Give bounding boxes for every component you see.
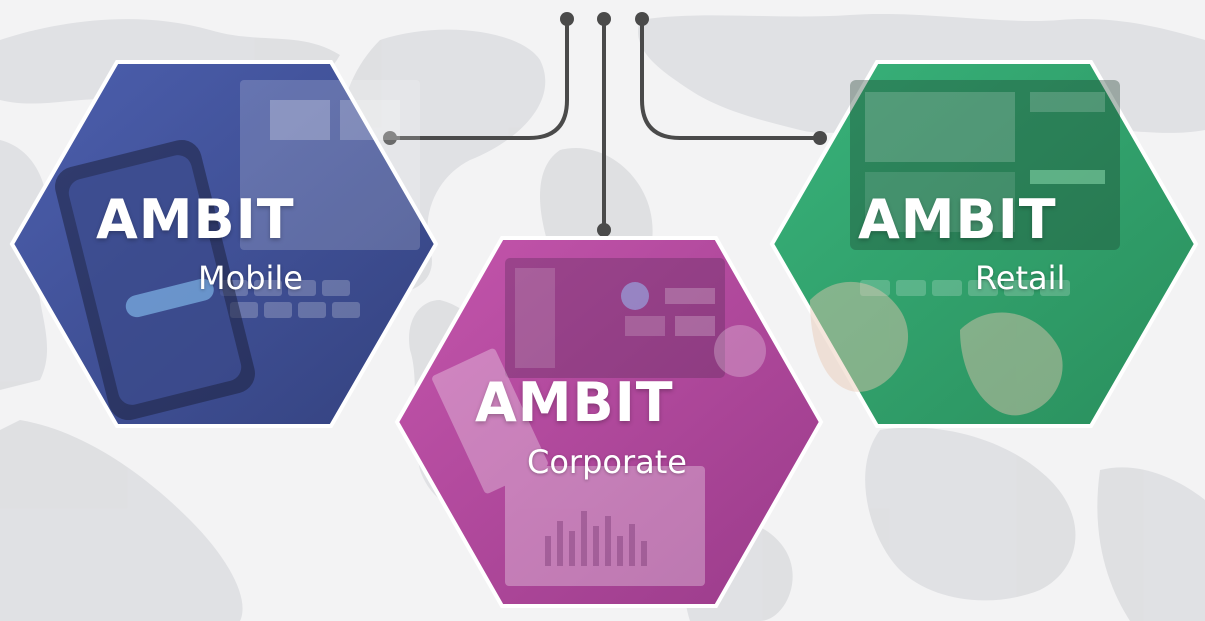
laptop-image <box>850 80 1120 250</box>
bar-graphic <box>545 511 647 566</box>
product-subtitle-mobile: Mobile <box>198 259 303 297</box>
laptop-image <box>240 80 420 250</box>
product-name-mobile: AMBIT <box>96 188 295 251</box>
laptop-image <box>505 258 725 378</box>
hands-image <box>810 281 1063 416</box>
hex-shape-corporate <box>394 236 824 608</box>
product-name-corporate: AMBIT <box>475 371 674 434</box>
report-image <box>432 348 705 586</box>
phone-image <box>55 139 255 421</box>
product-subtitle-retail: Retail <box>975 259 1066 297</box>
coffee-cup-image <box>714 325 766 377</box>
product-name-retail: AMBIT <box>858 188 1057 251</box>
product-subtitle-corporate: Corporate <box>527 443 687 481</box>
hex-card-mobile[interactable]: AMBIT Mobile <box>9 60 439 428</box>
hex-shape-retail <box>769 60 1199 428</box>
hex-card-corporate[interactable]: AMBIT Corporate <box>394 236 824 608</box>
hex-shape-mobile <box>9 60 439 428</box>
hex-card-retail[interactable]: AMBIT Retail <box>769 60 1199 428</box>
